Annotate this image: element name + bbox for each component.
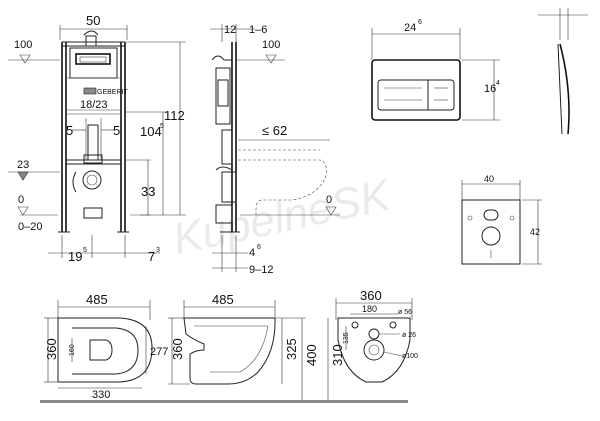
front-level-100-label: 100 <box>14 39 32 51</box>
side-view-frame: 12 1–6 100 ≤ 62 0 4 6 9–12 <box>210 24 340 276</box>
bowl-top-width-label: 360 <box>44 338 59 360</box>
floor-line <box>40 400 408 403</box>
bowl-rear-drain-label: ø100 <box>402 353 418 360</box>
front-level-23-label: 23 <box>17 159 29 171</box>
bowl-rear-pipe-label: ø 26 <box>402 332 416 339</box>
side-projection-label: ≤ 62 <box>262 123 287 138</box>
bowl-top-base-label: 330 <box>92 389 110 401</box>
bowl-rear-hole-label: ø 56 <box>398 309 412 316</box>
flush-plate-view: 24 6 16 4 <box>371 8 588 135</box>
side-top-a-label: 12 <box>224 24 236 36</box>
front-height-total-label: 112 <box>164 108 185 123</box>
front-height-33-label: 33 <box>141 184 155 199</box>
bowl-top-inner-label: 277 <box>150 346 168 358</box>
bowl-side-view: 485 360 325 400 <box>168 292 319 400</box>
front-width-label: 50 <box>86 13 100 28</box>
front-bottom-right-sup: 3 <box>156 247 160 254</box>
bowl-rear-width-label: 360 <box>360 288 382 303</box>
bowl-rear-spacing-label: 180 <box>362 304 377 314</box>
front-bottom-left-label: 19 <box>68 249 82 264</box>
front-height-mid-label: 104 <box>140 124 162 139</box>
front-level-zero-label: 0 <box>18 194 24 206</box>
wall-opening-view: 40 42 <box>461 174 542 265</box>
plate-height-label: 16 <box>484 83 496 95</box>
front-floor-range-label: 0–20 <box>18 221 42 233</box>
bowl-rear-offset-label: 135 <box>343 332 350 344</box>
front-inner-left-label: 5 <box>66 123 73 138</box>
plate-height-sup: 4 <box>496 80 500 87</box>
plate-width-label: 24 <box>404 22 416 34</box>
bowl-top-length-label: 485 <box>86 292 108 307</box>
side-bottom-a-label: 4 <box>249 247 255 259</box>
side-level-zero-label: 0 <box>326 194 332 206</box>
bowl-side-length-label: 485 <box>212 292 234 307</box>
front-inner-right-label: 5 <box>113 123 120 138</box>
side-bottom-b-label: 9–12 <box>249 264 273 276</box>
bowl-side-total-label: 400 <box>304 344 319 366</box>
front-view-frame: 50 GEBERIT 18/23 5 5 <box>8 13 186 264</box>
bowl-rear-view: 360 180 ø 56 ø 26 ø100 135 310 <box>327 288 418 400</box>
side-bottom-a-sup: 6 <box>257 244 261 251</box>
badge-label: 18/23 <box>80 99 108 111</box>
front-bottom-left-sup: 5 <box>83 247 87 254</box>
front-height-mid-sup: 5 <box>160 123 164 130</box>
front-bottom-right-label: 7 <box>148 249 155 264</box>
bowl-rear-height-label: 310 <box>330 344 345 366</box>
side-level-100-label: 100 <box>262 39 280 51</box>
bowl-top-view: 485 360 160 277 330 <box>44 292 168 401</box>
side-top-b-label: 1–6 <box>249 24 267 36</box>
bowl-top-offset-label: 160 <box>69 344 76 356</box>
opening-height-label: 42 <box>530 227 540 237</box>
watermark-text: KupelneSK <box>168 170 395 264</box>
plate-width-sup: 6 <box>418 19 422 26</box>
bowl-side-height-label: 360 <box>170 338 185 360</box>
bowl-side-rim-label: 325 <box>284 338 299 360</box>
brand-label: GEBERIT <box>97 89 128 96</box>
opening-width-label: 40 <box>484 174 494 184</box>
